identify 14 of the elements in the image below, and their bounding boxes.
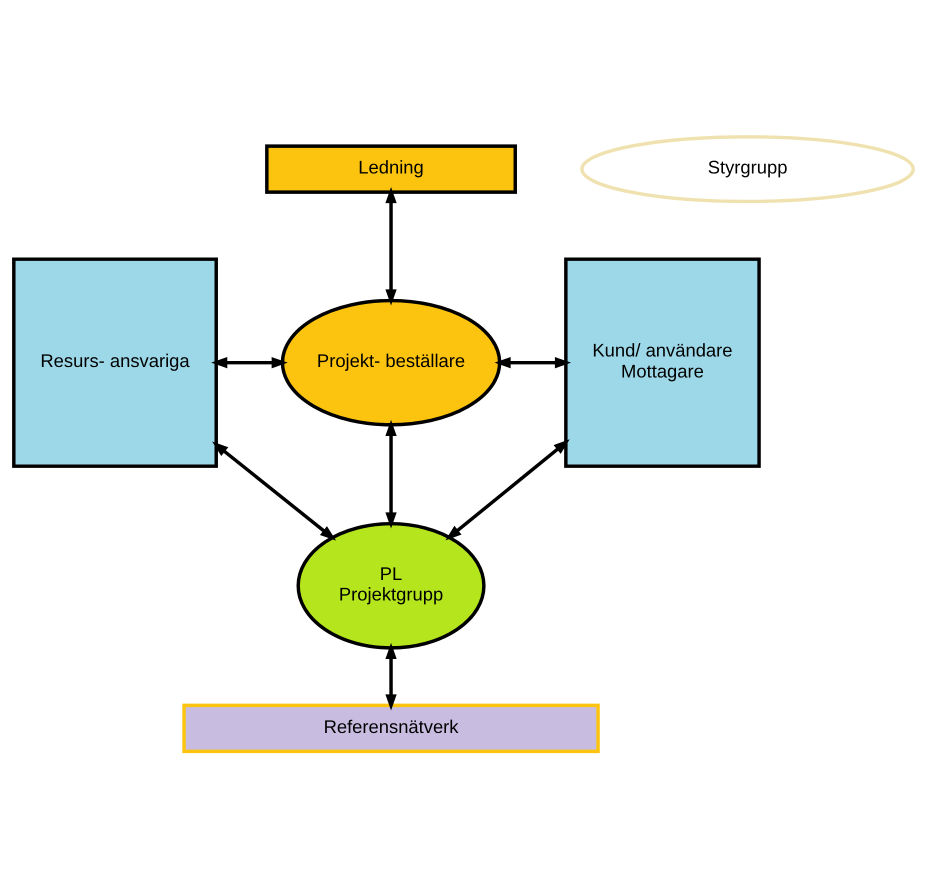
node-ellipse: PL Projektgrupp <box>296 521 486 650</box>
node-box: Resurs- ansvariga <box>12 256 218 468</box>
arrow <box>210 356 288 368</box>
arrow <box>384 642 396 710</box>
arrow <box>384 186 396 306</box>
node-ellipse: Styrgrupp <box>580 134 914 203</box>
arrow <box>384 419 396 528</box>
arrow <box>212 441 336 540</box>
node-ellipse: Projekt- beställare <box>280 298 501 426</box>
node-box: Kund/ användare Mottagare <box>564 256 760 468</box>
node-box: Referensnätverk <box>182 703 600 753</box>
arrow <box>494 356 571 368</box>
arrow <box>444 438 570 540</box>
node-box: Ledning <box>264 144 516 194</box>
